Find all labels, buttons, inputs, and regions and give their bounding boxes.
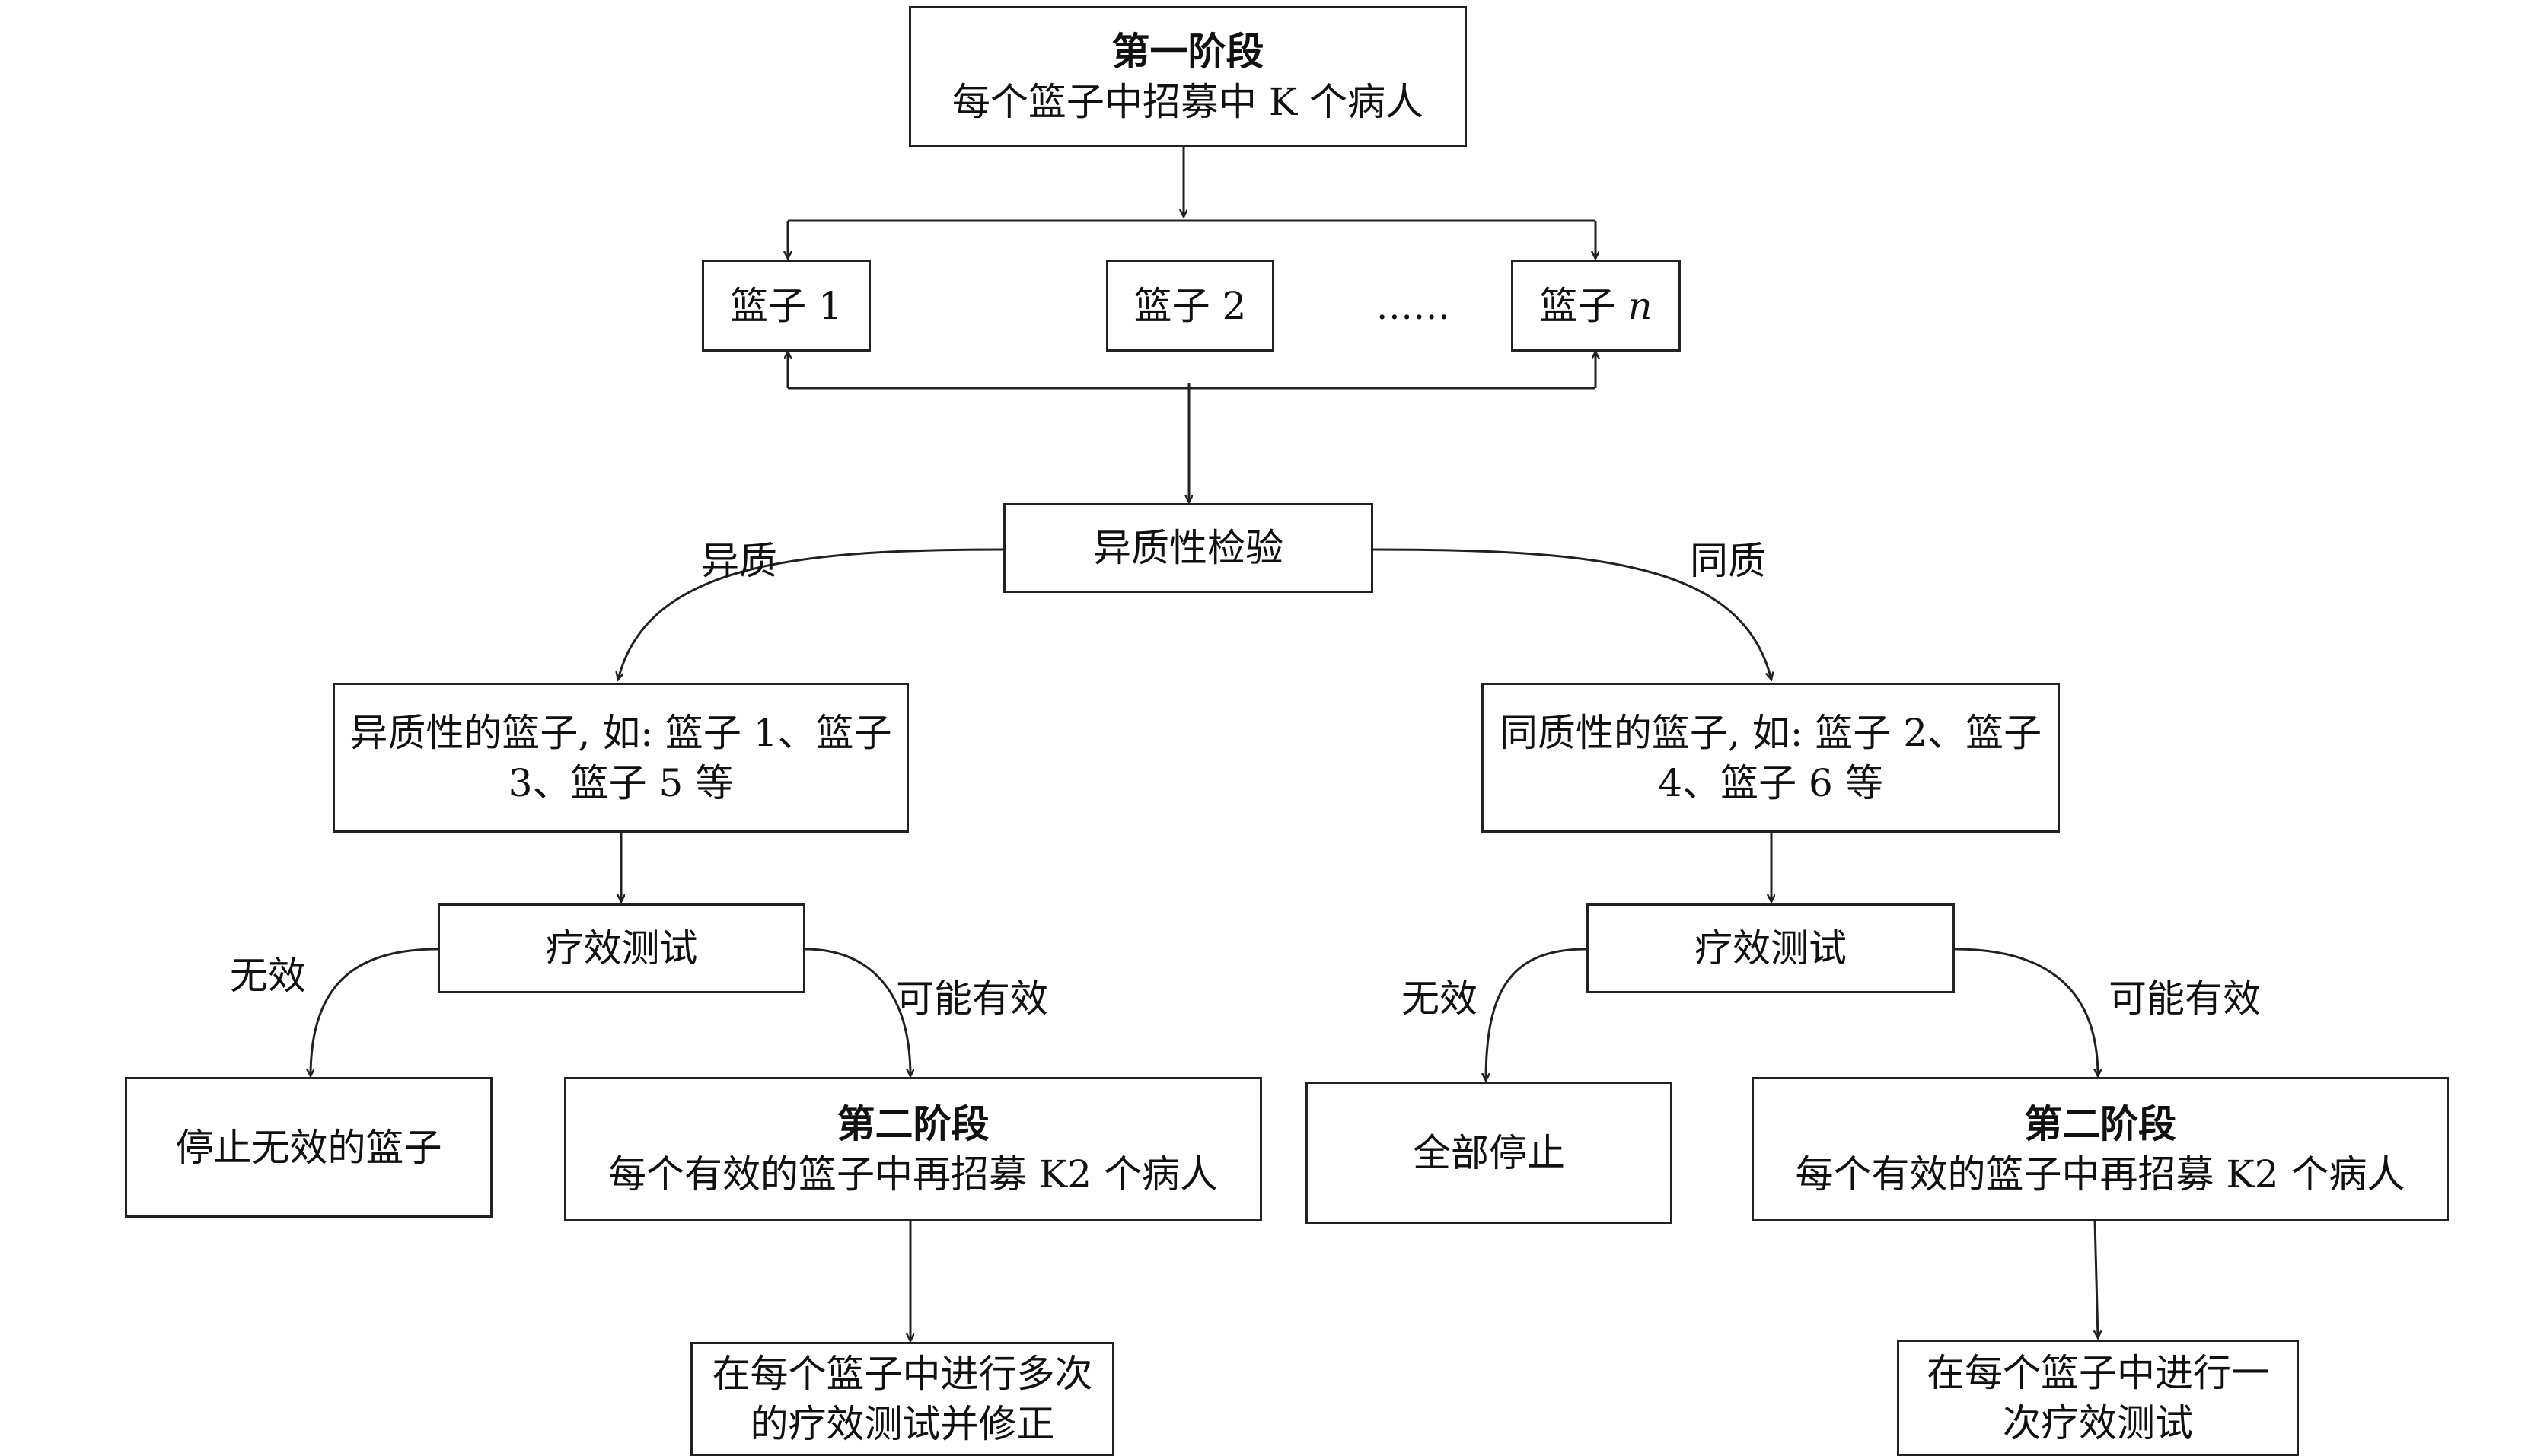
right-stage2-box: 第二阶段 每个有效的篮子中再招募 K2 个病人 [1752,1077,2449,1221]
hetero-group-text: 异质性的篮子, 如: 篮子 1、篮子 3、篮子 5 等 [349,710,892,805]
right-stage2-body: 每个有效的篮子中再招募 K2 个病人 [1795,1152,2405,1196]
left-efficacy-label: 疗效测试 [545,926,698,970]
stage1-body: 每个篮子中招募中 K 个病人 [952,79,1424,124]
right-stop-box: 全部停止 [1305,1082,1672,1224]
branch-homo-label: 同质 [1690,539,1766,583]
basket-n-prefix: 篮子 [1539,283,1616,328]
basket-1-box: 篮子 1 [702,260,871,352]
basket-ellipsis: ...... [1376,285,1451,328]
hetero-group-box: 异质性的篮子, 如: 篮子 1、篮子 3、篮子 5 等 [333,683,909,833]
heterogeneity-test-label: 异质性检验 [1093,526,1283,570]
left-stage2-box: 第二阶段 每个有效的篮子中再招募 K2 个病人 [564,1077,1262,1221]
right-stop-label: 全部停止 [1413,1130,1565,1175]
right-efficacy-label: 疗效测试 [1694,926,1847,970]
heterogeneity-test-box: 异质性检验 [1003,503,1373,593]
basket-1-label: 篮子 1 [730,283,843,328]
left-stop-box: 停止无效的篮子 [125,1077,493,1218]
branch-hetero-label: 异质 [701,539,777,583]
right-final-text: 在每个篮子中进行一次疗效测试 [1927,1350,2269,1445]
right-efficacy-box: 疗效测试 [1586,903,1955,993]
stage1-box: 第一阶段 每个篮子中招募中 K 个病人 [909,6,1467,147]
left-maybe-label: 可能有效 [896,977,1048,1021]
edge-left-maybe [805,948,910,1076]
right-final-box: 在每个篮子中进行一次疗效测试 [1897,1340,2299,1456]
left-final-box: 在每个篮子中进行多次的疗效测试并修正 [690,1342,1114,1456]
basket-n-variable: n [1627,283,1653,328]
homo-group-box: 同质性的篮子, 如: 篮子 2、篮子 4、篮子 6 等 [1481,683,2060,833]
right-maybe-label: 可能有效 [2109,977,2261,1021]
stage1-title: 第一阶段 [1111,28,1264,74]
edge-right-ineffective [1486,948,1587,1081]
left-efficacy-box: 疗效测试 [438,903,805,993]
left-stage2-title: 第二阶段 [837,1101,990,1146]
basket-2-label: 篮子 2 [1133,283,1247,328]
left-final-text: 在每个篮子中进行多次的疗效测试并修正 [712,1352,1093,1446]
left-stop-label: 停止无效的篮子 [175,1125,442,1170]
edge-right-maybe [1954,948,2098,1076]
right-stage2-title: 第二阶段 [2024,1101,2176,1146]
edge-right-final [2095,1220,2098,1338]
homo-group-text: 同质性的篮子, 如: 篮子 2、篮子 4、篮子 6 等 [1499,710,2042,805]
left-ineffective-label: 无效 [230,954,306,998]
edge-homo-curve [1372,548,1771,680]
edge-hetero-curve [618,548,1004,680]
right-ineffective-label: 无效 [1401,977,1478,1021]
edge-left-ineffective [311,948,438,1076]
basket-n-box: 篮子 n [1511,260,1681,352]
basket-2-box: 篮子 2 [1106,260,1274,352]
left-stage2-body: 每个有效的篮子中再招募 K2 个病人 [608,1152,1218,1196]
basket-n-label: 篮子 n [1539,281,1652,331]
